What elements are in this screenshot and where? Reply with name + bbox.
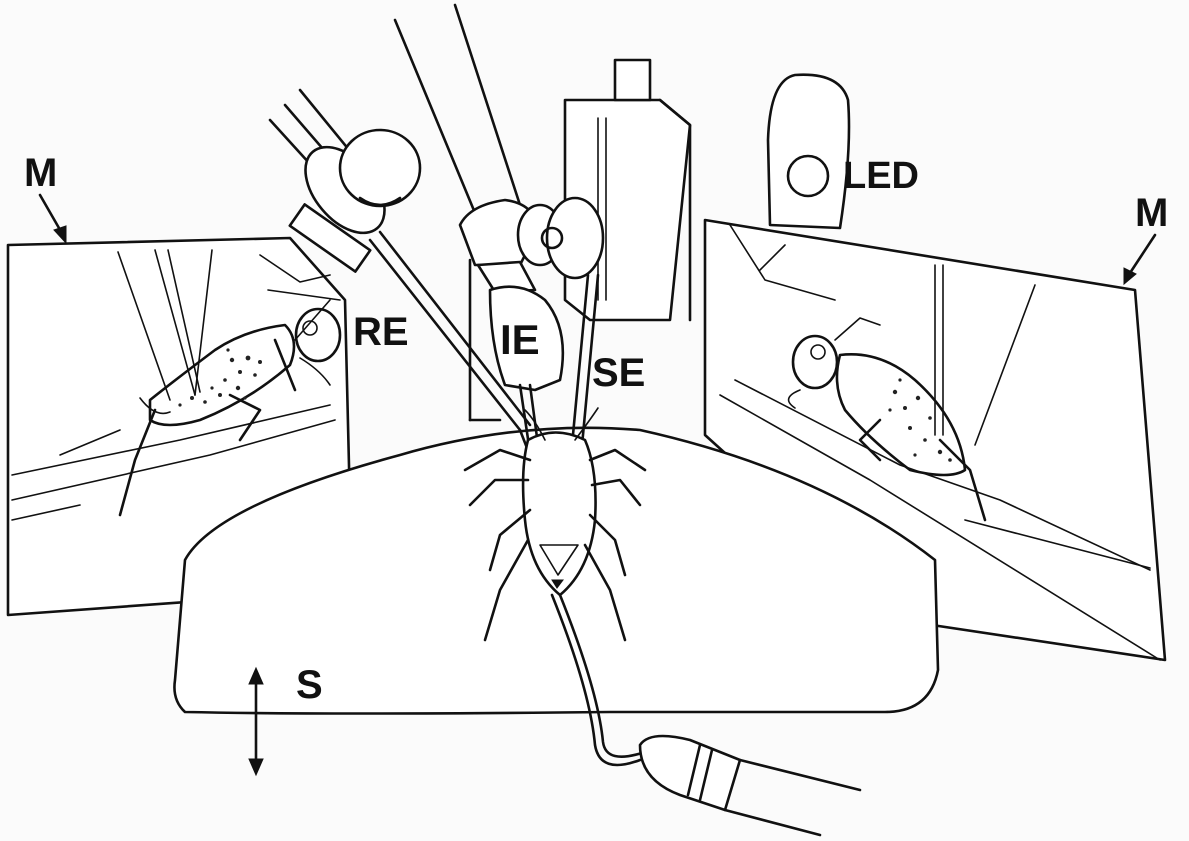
microscope-body bbox=[565, 60, 690, 320]
led-housing bbox=[768, 75, 849, 228]
label-recording-electrode: RE bbox=[353, 310, 409, 354]
label-led: LED bbox=[843, 155, 919, 197]
cable-connector bbox=[640, 736, 860, 835]
label-indifferent-electrode: IE bbox=[500, 316, 540, 363]
label-stimulating-electrode: SE bbox=[592, 351, 645, 395]
arrow-mirror-left bbox=[40, 195, 66, 243]
label-mirror-left: M bbox=[24, 151, 57, 195]
arrow-mirror-right bbox=[1124, 235, 1155, 284]
label-stage: S bbox=[296, 663, 323, 707]
arrow-stage-vertical bbox=[249, 668, 263, 775]
label-mirror-right: M bbox=[1135, 191, 1168, 235]
